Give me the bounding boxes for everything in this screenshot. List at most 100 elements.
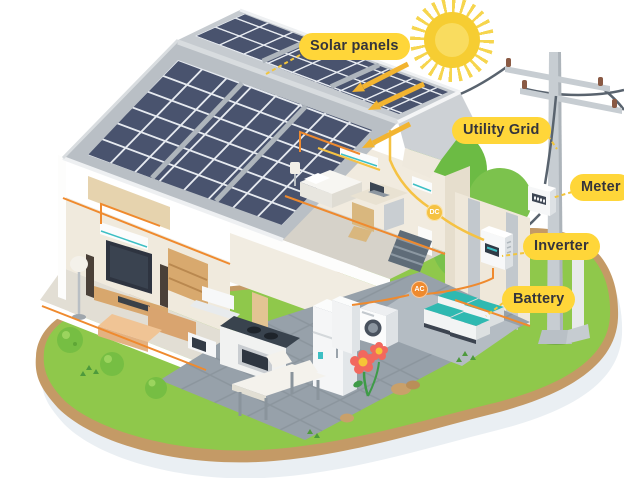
solar-array-right [195,14,448,114]
stove [220,316,300,386]
ac-wire [62,197,231,265]
battery-top [464,299,504,313]
ac-vent-line [100,230,148,248]
ac-vent-line [412,183,432,192]
table-top [232,364,326,396]
cross-arm [505,66,610,92]
attic-cut [397,90,473,194]
battery-top [438,290,478,304]
livingroom-furniture [70,222,208,352]
leader-meter [551,191,573,199]
grid-wire [521,86,624,97]
desk [350,182,408,232]
stair-step [393,245,427,258]
battery-side [490,307,504,327]
panel-gap [150,81,244,180]
utility-area [332,226,513,354]
bed-front [300,182,332,208]
bush-highlight [148,379,156,387]
label-battery: Battery [502,286,576,313]
sun-arrow [361,61,410,90]
lamp-shade [290,162,300,174]
pole-shade [558,52,563,338]
leader-grid [547,135,558,150]
speaker [86,254,94,298]
panel-gap [329,62,381,89]
meter-side [550,188,556,216]
lamp-shade [70,256,88,272]
sun-inner [435,23,469,57]
washer-top [360,302,398,316]
meter-digit [534,196,536,200]
meter-digit [543,199,545,203]
staircase [388,230,432,272]
bush-dot [73,342,77,346]
insulator [522,80,527,89]
insulator [612,99,617,108]
inverter-box [481,226,513,270]
eave-fascia [62,156,284,242]
grass-tufts [80,351,476,438]
hood-lip [190,300,240,320]
leader-battery [485,302,504,317]
battery-top [424,303,464,317]
battery-bank [424,290,504,344]
hood-body [202,286,234,310]
bed [300,170,362,208]
burner [247,326,261,334]
range-hood [190,286,240,320]
bush-highlight [104,355,112,363]
stool [348,226,372,242]
sun-icon [410,0,494,82]
garage-pillar [468,198,480,310]
shelf-line [168,263,208,281]
post [572,242,584,336]
ac-wire [41,305,207,371]
bush [100,352,124,376]
washer-panel [361,311,375,317]
roof [61,8,473,242]
label-meter: Meter [570,174,624,201]
washing-machine [360,302,398,348]
bedroom-ac-unit [340,146,378,168]
bushes [57,327,167,399]
rake-edge [61,38,180,160]
sun-arrows [352,61,426,148]
desk-leg-panel [384,198,404,231]
oven-window [242,349,268,371]
left-cut-band [58,155,66,300]
laptop-base [368,190,390,197]
bush-highlight [62,331,70,339]
battery-front [424,309,450,331]
inverter-vent [506,240,512,244]
wiring [41,130,531,371]
sun-arrow-head [362,138,375,148]
floor-lamp-bedroom [290,162,300,186]
label-inverter: Inverter [523,233,600,260]
dining-table [232,350,326,420]
pole-base [538,330,572,344]
sun-arrow-head [368,100,382,110]
battery-top [450,312,490,326]
floor-lamp [70,256,88,320]
inverter-vent [506,245,512,249]
flower [350,342,388,397]
dc-badge: DC [426,204,443,221]
post-base [566,324,590,344]
desk-drawers [352,202,374,232]
shelf-line [168,277,208,295]
upper-left-room [88,176,170,230]
soundbar [118,296,150,312]
bush [57,327,83,353]
flower-stem [362,371,370,397]
bed-side [332,182,362,208]
burner [264,332,278,340]
stair-step [390,253,424,266]
table-edge [232,384,266,402]
tv [106,240,152,294]
battery-base [424,323,450,335]
chair [266,350,292,368]
label-solar-panels: Solar panels [299,33,410,60]
bedroom-furniture [290,146,408,242]
